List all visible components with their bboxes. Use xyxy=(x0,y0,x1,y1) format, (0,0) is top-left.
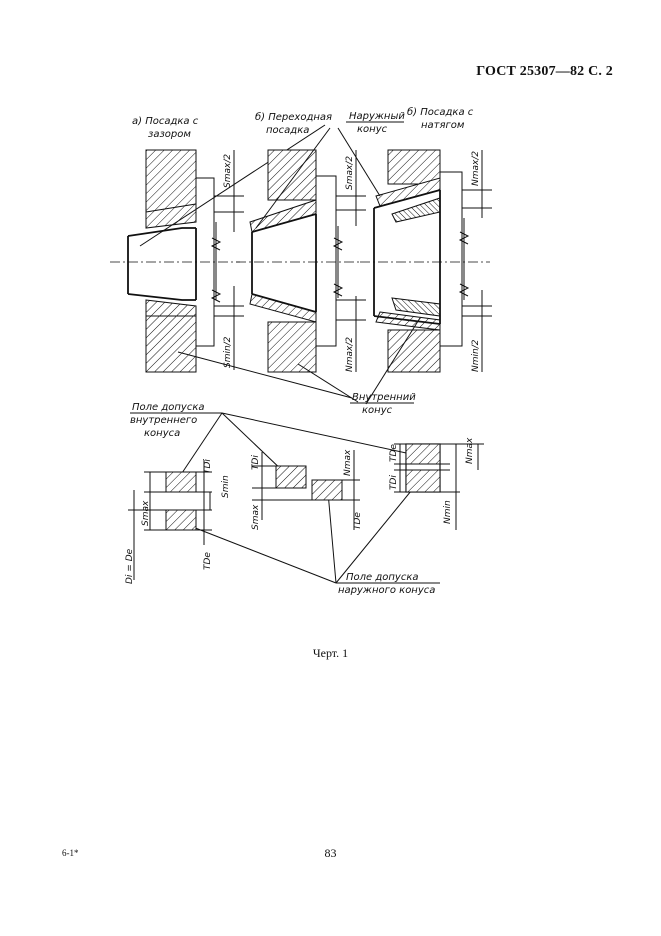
print-mark: 6-1* xyxy=(62,848,79,858)
inner-tolerance-label-line1: Поле допуска xyxy=(132,402,205,413)
dim-tdi-a: TDi xyxy=(203,459,213,474)
tolerance-diagram-c: TDe TDi Nmax Nmin xyxy=(389,437,484,530)
dim-nmax-c: Nmax xyxy=(465,437,475,464)
page-number: 83 xyxy=(324,846,337,860)
dim-tde-a: TDe xyxy=(203,552,213,570)
dim-smax-a: Smax xyxy=(141,500,151,526)
dim-tde-c: TDe xyxy=(389,444,399,462)
inner-cone-label-line2: конус xyxy=(362,405,393,416)
inner-tolerance-label-line3: конуса xyxy=(144,428,180,439)
inner-cone-label-line1: Внутренний xyxy=(352,392,416,403)
dim-smax-half-a: Smax/2 xyxy=(223,154,233,188)
dim-tdi-c: TDi xyxy=(389,475,399,490)
dim-smax-b: Smax xyxy=(251,504,261,530)
document-header: ГОСТ 25307—82 С. 2 xyxy=(476,64,613,79)
tolerance-diagram-a: Smax Di = De TDi Smin TDe xyxy=(125,459,231,584)
panel-c-drawing: Nmax/2 Nmin/2 xyxy=(337,127,492,405)
tolerance-diagram-b: TDi Smax Nmax TDe xyxy=(251,449,363,530)
dim-nmin-c: Nmin xyxy=(443,500,453,524)
panel-b-drawing: Smax/2 Nmax/2 xyxy=(236,127,366,403)
outer-cone-label-line2: конус xyxy=(357,124,388,135)
panel-a-label-line2: зазором xyxy=(148,129,191,140)
dim-nmin-half-c: Nmin/2 xyxy=(471,339,481,372)
dim-nmax-b: Nmax xyxy=(343,449,353,476)
dim-smin-a: Smin xyxy=(221,475,231,498)
outer-cone-label-line1: Наружный xyxy=(349,111,405,122)
dim-nmax-half-b: Nmax/2 xyxy=(345,337,355,372)
panel-c-label-line2: натягом xyxy=(421,120,465,131)
panel-a-drawing: Smax/2 Smin/2 xyxy=(110,124,353,399)
inner-tolerance-label-line2: внутреннего xyxy=(130,415,197,426)
dim-tdi-b: TDi xyxy=(251,455,261,470)
figure-caption: Черт. 1 xyxy=(312,646,349,660)
dim-nmax-half-c: Nmax/2 xyxy=(471,151,481,186)
outer-tolerance-label-line1: Поле допуска xyxy=(346,572,419,583)
panel-b-label-line1: б) Переходная xyxy=(255,111,332,123)
panel-b-label-line2: посадка xyxy=(266,125,309,136)
outer-tolerance-label-line2: наружного конуса xyxy=(338,585,435,596)
dim-smax-half-b: Smax/2 xyxy=(345,156,355,190)
dim-di-de: Di = De xyxy=(125,548,135,584)
panel-a-label-line1: а) Посадка с xyxy=(132,116,199,127)
dim-tde-b: TDe xyxy=(353,512,363,530)
panel-c-label-line1: б) Посадка с xyxy=(407,106,474,118)
dim-smin-half-a: Smin/2 xyxy=(223,336,233,368)
